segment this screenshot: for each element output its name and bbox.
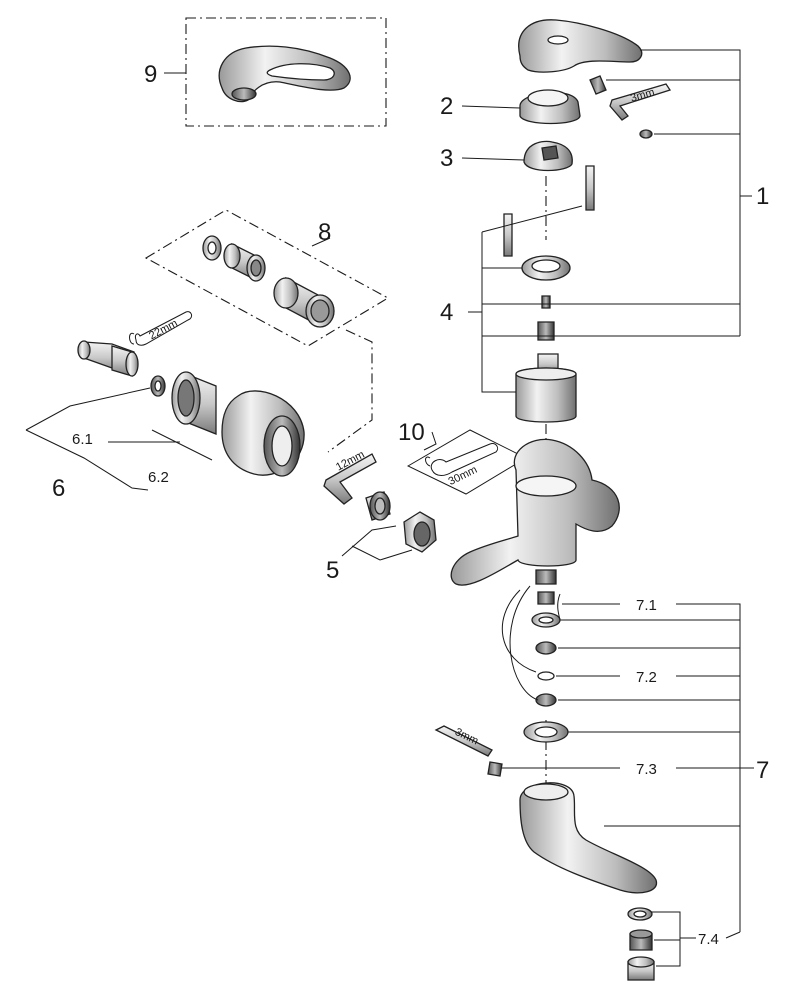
- label-9: 9: [144, 61, 157, 88]
- part-2-cap: 2: [440, 89, 581, 125]
- sleeve-6-2-part: [171, 371, 217, 435]
- label-6: 6: [52, 475, 65, 502]
- connector-8: [327, 329, 373, 453]
- lever-handle-part: [518, 19, 643, 73]
- label-7: 7: [756, 757, 769, 784]
- hex-key-3mm-bottom-icon: 3mm: [434, 725, 493, 757]
- leader-2: [461, 105, 521, 109]
- label-8: 8: [318, 219, 331, 246]
- bracket-6: [25, 429, 149, 491]
- label-7-1: 7.1: [636, 597, 657, 614]
- part-10-group: 10 30mm: [398, 419, 528, 495]
- part-6-group: 22mm 6.1 6.2 6: [25, 311, 305, 502]
- cartridge-part: [515, 353, 577, 423]
- arrow-a: [501, 589, 537, 673]
- leader-5-a: [341, 525, 397, 557]
- part-7-group: 7.1 7.2 7.3 7 3mm 7.4: [434, 585, 769, 981]
- hex-nut-part: [403, 511, 437, 553]
- sleeve-part: [273, 276, 335, 328]
- leader-6-2: [151, 429, 213, 461]
- seal-7-b-icon: [535, 693, 557, 707]
- label-22mm: 22mm: [147, 317, 180, 342]
- part-8-frame: [144, 209, 390, 347]
- set-screw-bottom-icon: [487, 761, 503, 777]
- arrow-c: [557, 593, 561, 621]
- spout-part: [519, 782, 658, 894]
- label-7-3: 7.3: [636, 761, 657, 778]
- part-9-group: 9: [144, 17, 387, 127]
- label-2: 2: [440, 93, 453, 120]
- threaded-nipple-part: [223, 242, 266, 282]
- rosette-cover-part: [221, 390, 305, 477]
- aerator-housing-part: [627, 956, 655, 981]
- leader-3: [461, 157, 525, 161]
- hex-key-3mm-top-icon: 3mm: [609, 83, 672, 121]
- mixer-body-part: [450, 438, 620, 586]
- seal-7-a-icon: [535, 641, 557, 655]
- leader-5-b: [351, 545, 413, 561]
- part-3-dome: 3: [440, 140, 573, 172]
- label-6-1: 6.1: [72, 431, 93, 448]
- adapter-part: [365, 491, 391, 521]
- screw-right-icon: [585, 165, 595, 211]
- bracket-7: [676, 603, 741, 932]
- part-9-frame: [185, 17, 387, 127]
- label-4: 4: [440, 299, 453, 326]
- bracket-4: [481, 232, 516, 393]
- o-ring-icon: [537, 591, 555, 605]
- bracket-1: [640, 49, 741, 336]
- label-1: 1: [756, 183, 769, 210]
- spanner-22mm-icon: 22mm: [129, 311, 193, 346]
- label-6-2: 6.2: [148, 469, 169, 486]
- o-ring-7-2-icon: [537, 671, 555, 681]
- label-7-4: 7.4: [698, 931, 719, 948]
- label-3: 3: [440, 145, 453, 172]
- set-screw-top-part: [589, 75, 607, 95]
- arrow-b: [509, 585, 539, 701]
- connector-fitting-part: [77, 340, 139, 377]
- pin-icon: [541, 295, 551, 309]
- part-5-group: 5: [326, 491, 437, 584]
- stem-adapter-icon: [537, 321, 555, 341]
- label-7-2: 7.2: [636, 669, 657, 686]
- loop-handle-part: [218, 45, 351, 103]
- leader-7-4-b: [725, 931, 741, 939]
- screw-left-icon: [503, 213, 513, 257]
- leader-6-1: [25, 387, 151, 431]
- aerator-insert-part: [629, 929, 653, 951]
- hex-key-12mm-icon: 12mm: [323, 449, 377, 505]
- leader-8: [311, 237, 331, 247]
- part-8-group: 8: [144, 209, 390, 347]
- part-4-ring: [521, 255, 571, 281]
- label-3mm-top: 3mm: [629, 86, 656, 104]
- bracket-7-4: [652, 911, 681, 967]
- cap-plug-icon: [639, 129, 653, 139]
- leader-4-a: [481, 205, 583, 233]
- label-5: 5: [326, 557, 339, 584]
- leader-10: [423, 431, 437, 451]
- label-10: 10: [398, 419, 425, 446]
